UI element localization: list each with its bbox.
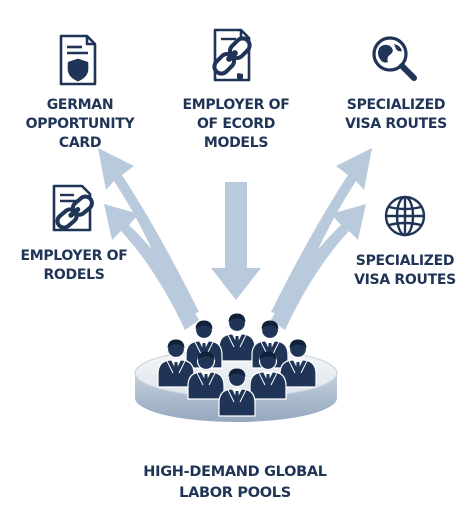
person — [157, 339, 195, 388]
person — [249, 351, 287, 400]
business-people-group-icon — [157, 313, 317, 417]
arrow-to-top-right — [271, 148, 372, 318]
label-specialized-visa-routes-top: SPECIALIZED VISA ROUTES — [345, 97, 447, 132]
person — [187, 351, 225, 400]
chain-link-document-icon — [212, 28, 252, 82]
person — [218, 368, 256, 417]
label-employer-of-record-models: EMPLOYER OF OF ECORD MODELS — [182, 97, 290, 151]
label-employer-of-models: EMPLOYER OF RODELS — [20, 248, 128, 283]
arrow-center-down — [211, 182, 261, 300]
arrow-to-mid-left — [104, 204, 199, 330]
globe-magnifier-icon — [372, 36, 417, 81]
person — [279, 339, 317, 388]
id-card-icon — [59, 34, 97, 86]
chain-link-document-icon — [52, 184, 94, 232]
label-specialized-visa-routes-mid: SPECIALIZED VISA ROUTES — [354, 253, 456, 288]
label-high-demand-global-labor-pools: HIGH-DEMAND GLOBAL LABOR POOLS — [143, 464, 327, 501]
person — [218, 313, 256, 362]
arrow-to-mid-right — [271, 204, 366, 330]
label-german-opportunity-card: GERMAN OPPORTUNITY CARD — [25, 97, 135, 151]
globe-icon — [384, 195, 426, 237]
arrow-to-top-left — [98, 148, 199, 318]
